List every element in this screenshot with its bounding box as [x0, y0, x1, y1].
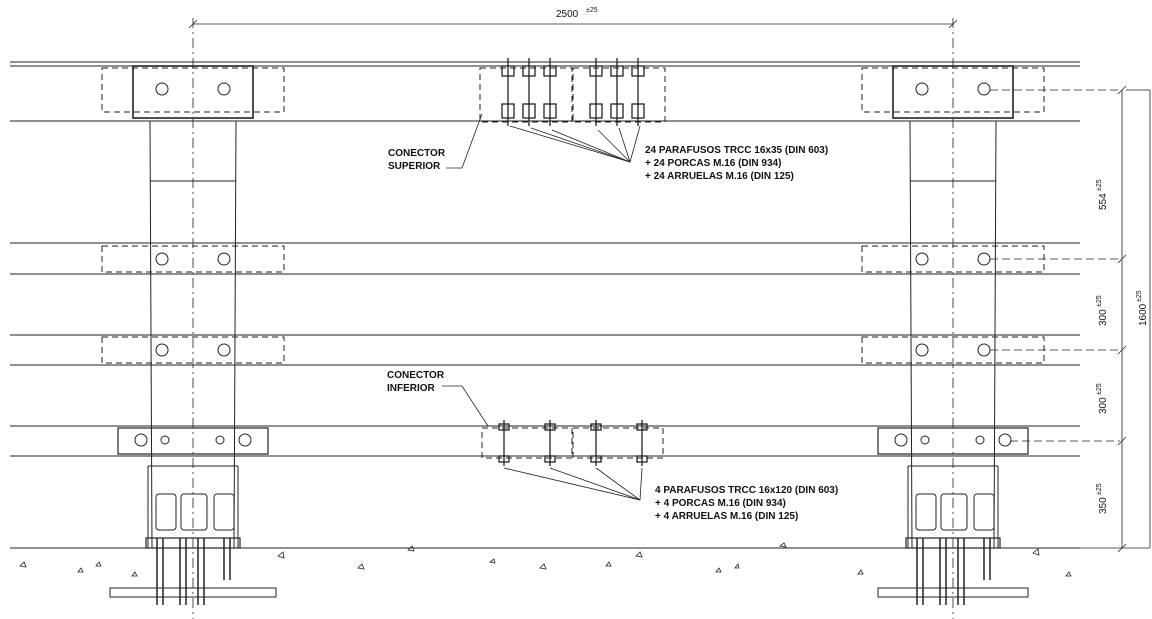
lower-connector-label-1: CONECTOR — [387, 370, 445, 381]
dim-1600: 1600 ±25 — [1136, 290, 1149, 326]
lower-connector — [442, 385, 664, 501]
dim-300a: 300 ±25 — [1096, 295, 1109, 326]
lower-callout-line-1: 4 PARAFUSOS TRCC 16x120 (DIN 603) — [655, 485, 838, 496]
dim-300b-tolerance: ±25 — [1096, 383, 1103, 395]
dim-350-tolerance: ±25 — [1096, 483, 1103, 495]
upper-callout-line-2: + 24 PORCAS M.16 (DIN 934) — [645, 158, 781, 169]
concrete-marks — [19, 542, 1072, 577]
rail-2 — [10, 242, 1080, 275]
dim-300a-tolerance: ±25 — [1096, 295, 1103, 307]
dim-350: 350 ±25 — [1096, 483, 1109, 514]
right-dimension-chain — [1080, 85, 1151, 553]
dim-1600-tolerance: ±25 — [1136, 290, 1143, 302]
dim-554-tolerance: ±25 — [1096, 179, 1103, 191]
rail-3 — [10, 334, 1080, 366]
lower-callout-line-3: + 4 ARRUELAS M.16 (DIN 125) — [655, 511, 798, 522]
dim-300a-value: 300 — [1098, 309, 1109, 326]
lower-callout-line-2: + 4 PORCAS M.16 (DIN 934) — [655, 498, 786, 509]
upper-connector-label-1: CONECTOR — [388, 148, 446, 159]
lower-connector-label-2: INFERIOR — [387, 383, 436, 394]
top-dimension — [188, 19, 958, 29]
upper-callout-line-3: + 24 ARRUELAS M.16 (DIN 125) — [645, 171, 794, 182]
dim-350-value: 350 — [1098, 497, 1109, 514]
dim-300b-value: 300 — [1098, 397, 1109, 414]
dim-top-tolerance: ±25 — [586, 7, 598, 14]
upper-callout-line-1: 24 PARAFUSOS TRCC 16x35 (DIN 603) — [645, 145, 828, 156]
dim-1600-value: 1600 — [1138, 303, 1149, 326]
dim-554-value: 554 — [1098, 193, 1109, 210]
dim-300b: 300 ±25 — [1096, 383, 1109, 414]
upper-connector — [446, 58, 666, 169]
dim-554: 554 ±25 — [1096, 179, 1109, 210]
dim-top-value: 2500 — [556, 9, 579, 20]
left-post — [101, 18, 285, 619]
upper-connector-label-2: SUPERIOR — [388, 161, 441, 172]
right-post — [861, 18, 1120, 619]
